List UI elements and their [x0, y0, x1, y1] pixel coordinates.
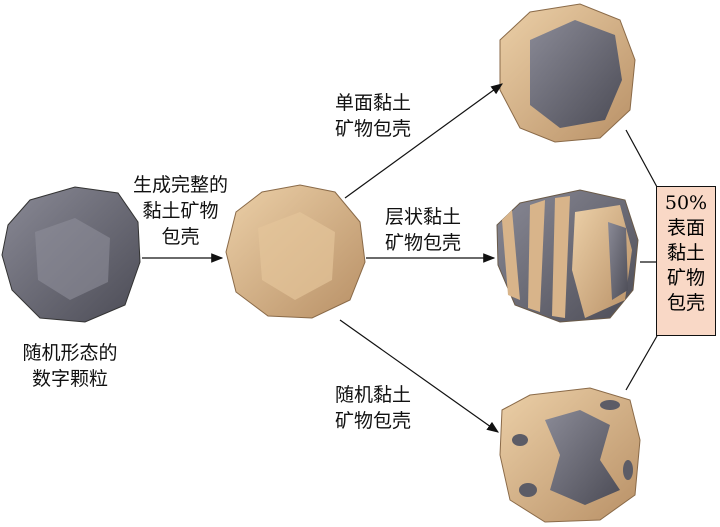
random-label: 随机黏土 矿物包壳	[334, 384, 411, 432]
source-label: 随机形态的 数字颗粒	[22, 342, 118, 390]
layered-label: 层状黏土 矿物包壳	[384, 206, 461, 254]
random-grain-particle	[1, 186, 141, 323]
random-coated-particle	[499, 387, 641, 523]
arrow-single-face	[344, 83, 503, 199]
fully-coated-particle	[225, 184, 366, 319]
single-face-coated-particle	[499, 3, 636, 143]
connector-bottom	[625, 335, 658, 391]
result-box: 50% 表面 黏土 矿物 包壳	[656, 186, 716, 336]
single-face-label: 单面黏土 矿物包壳	[334, 92, 411, 140]
arrow-random	[339, 319, 499, 433]
connector-top	[625, 129, 658, 188]
layered-coated-particle	[496, 189, 639, 323]
full-coat-label: 生成完整的 黏土矿物 包壳	[132, 174, 228, 248]
